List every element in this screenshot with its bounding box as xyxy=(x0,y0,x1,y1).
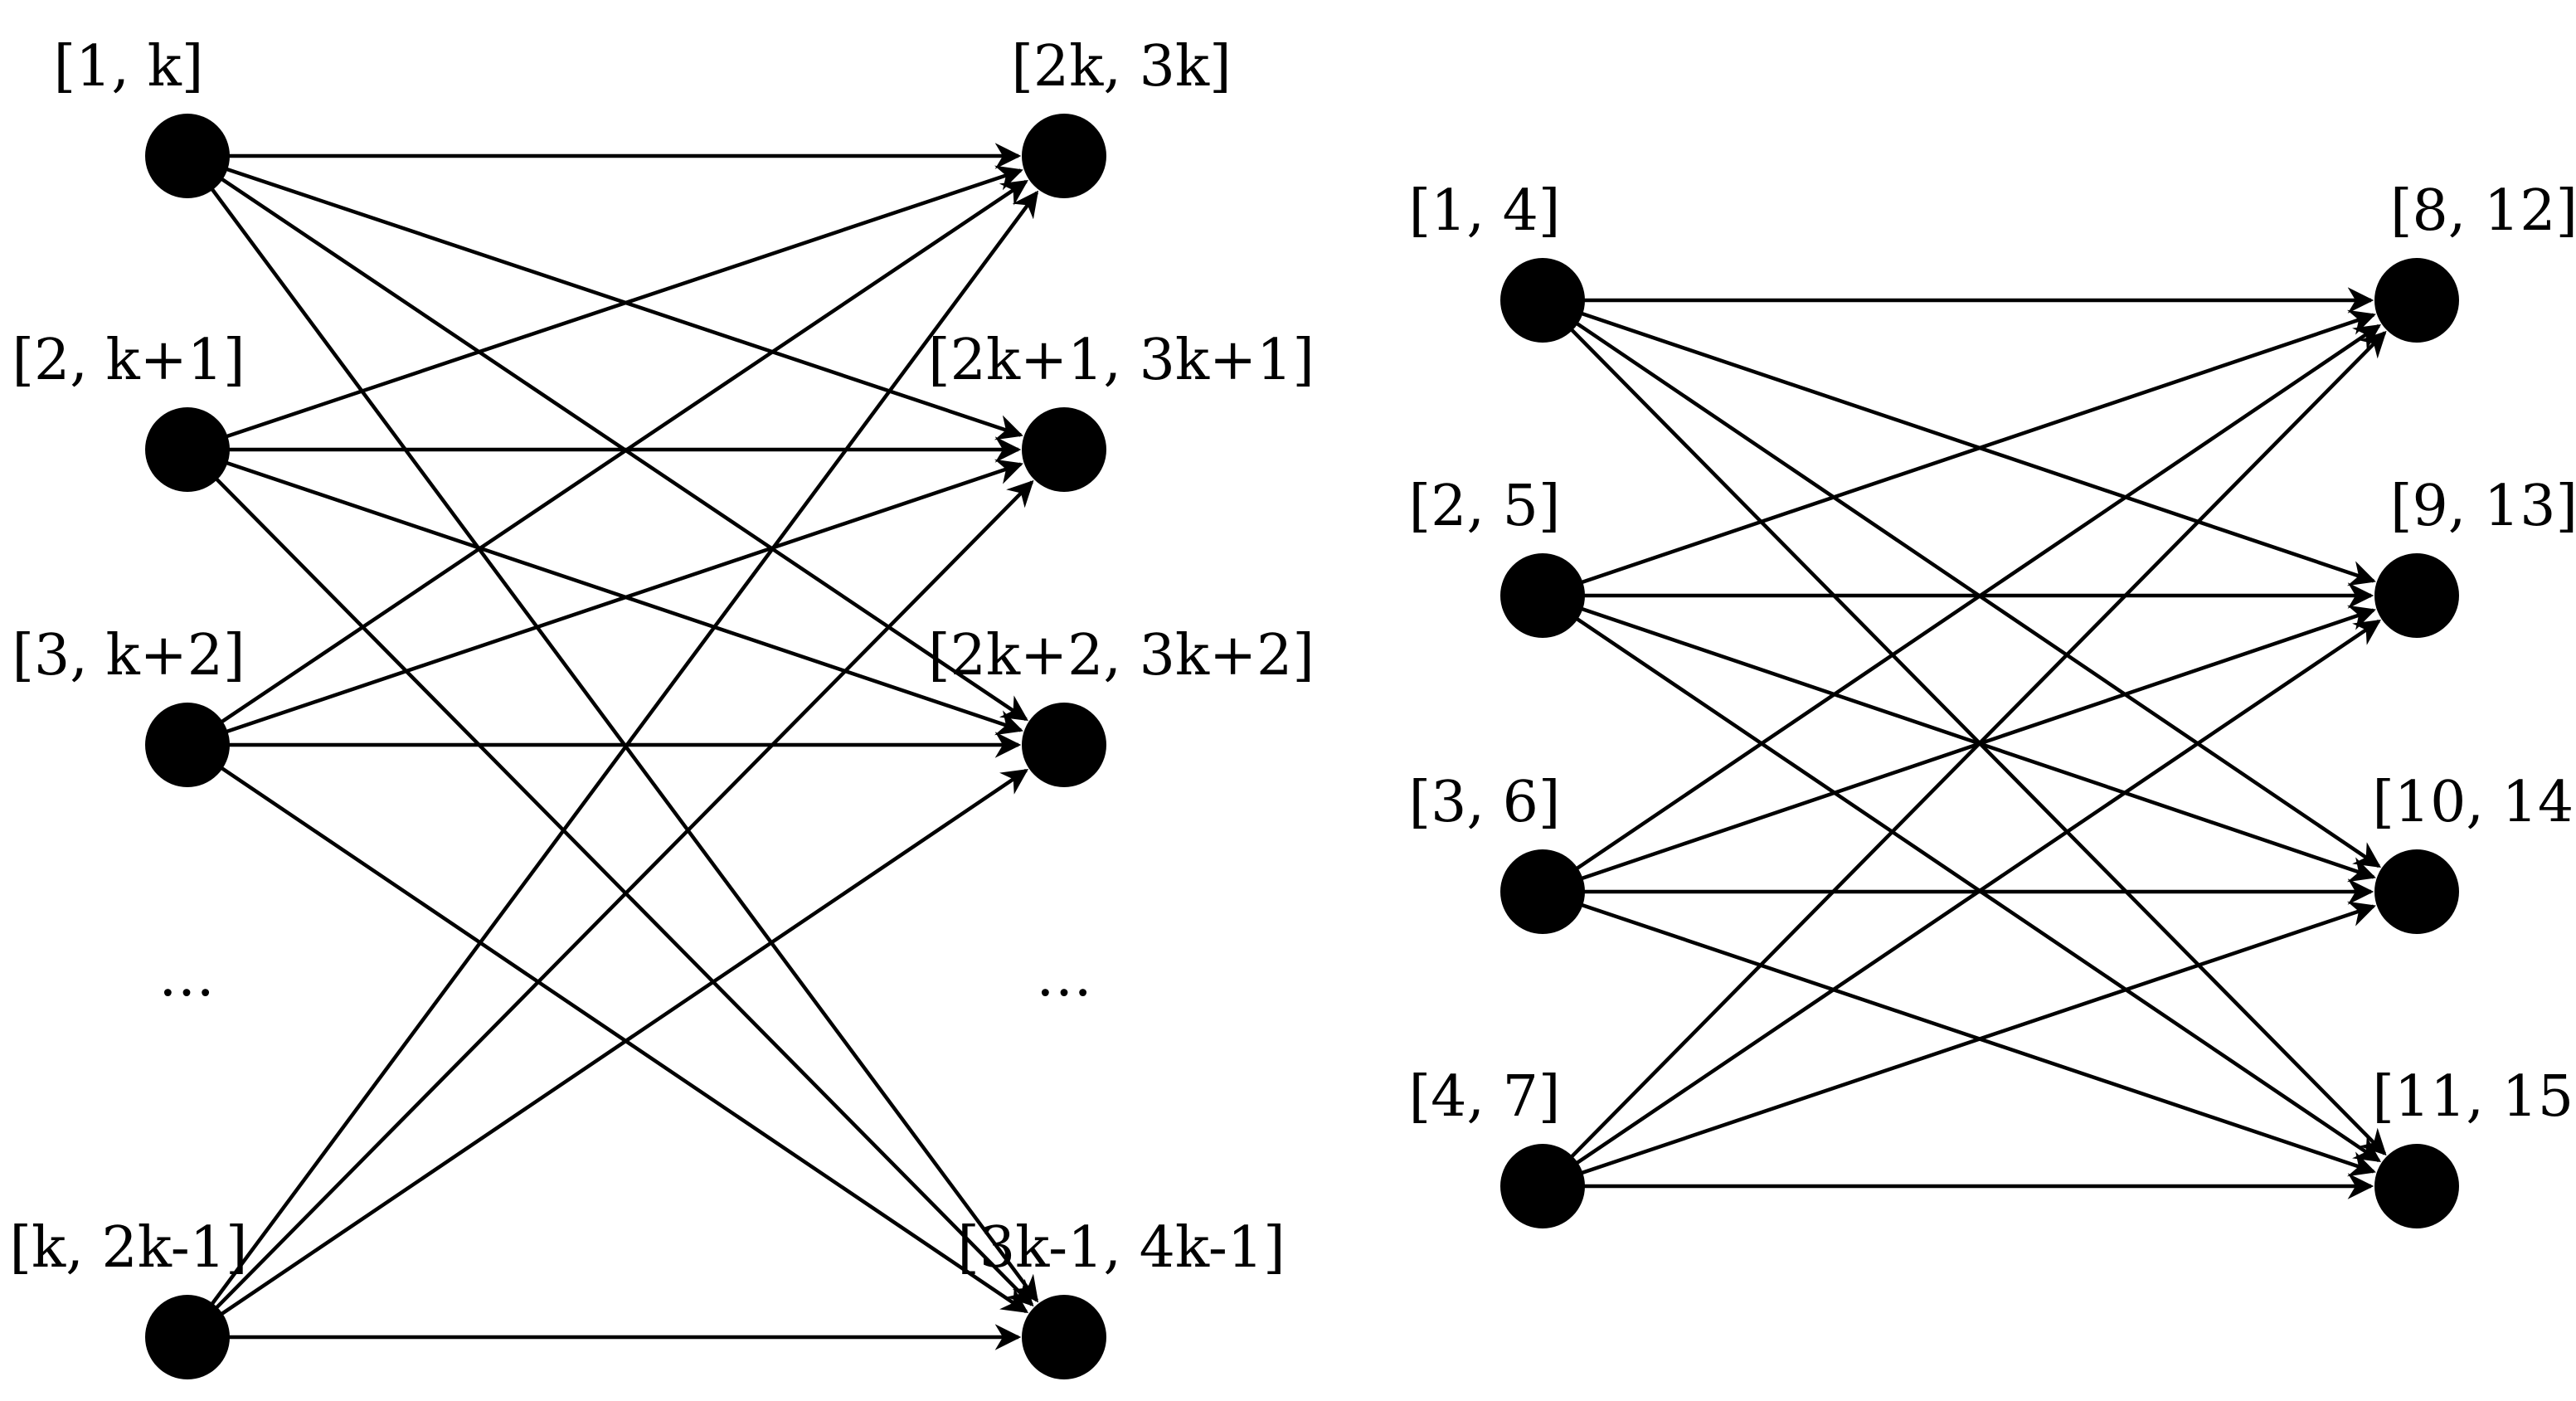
edges-layer xyxy=(208,143,2387,1350)
node-label-left-3: [3, k+2] xyxy=(12,623,245,688)
labels-layer: [1, k] [2, k+1] [3, k+2] … [k, 2k-1] [2k, 3k]… xyxy=(9,34,2576,1281)
edge-0-2-3 xyxy=(222,460,1023,736)
node-label-left-5: [k, 2k-1] xyxy=(9,1215,247,1281)
right-node-0-1 xyxy=(1022,114,1106,198)
left-node-1-1 xyxy=(1500,258,1585,343)
edge-0-4-1 xyxy=(208,190,1039,1308)
left-node-0-1 xyxy=(145,114,230,198)
left-node-0-2 xyxy=(145,407,230,492)
right-node-0-3 xyxy=(1022,703,1106,787)
ellipsis-right: … xyxy=(1036,944,1092,1009)
node-label-left-2: [2, 5] xyxy=(1409,474,1561,539)
edge-1-4-1 xyxy=(1567,330,2387,1160)
edge-1-3-1 xyxy=(1572,323,2382,873)
edge-1-2-1 xyxy=(1577,309,2376,586)
node-label-right-4: [11, 15] xyxy=(2372,1064,2576,1130)
edge-0-2-1 xyxy=(222,165,1023,440)
edge-0-2-4 xyxy=(212,475,1034,1307)
edge-0-4-3 xyxy=(217,768,1029,1318)
node-label-left-3: [3, 6] xyxy=(1409,770,1561,835)
left-node-1-4 xyxy=(1500,1144,1585,1228)
right-node-1-2 xyxy=(2374,553,2459,638)
edge-1-4-2 xyxy=(1572,619,2382,1167)
left-node-1-3 xyxy=(1500,849,1585,934)
left-node-0-4 xyxy=(145,1295,230,1379)
right-node-0-2 xyxy=(1022,407,1106,492)
node-label-right-2: [9, 13] xyxy=(2390,474,2576,539)
edge-0-3-1 xyxy=(217,179,1028,726)
node-label-right-2: [2k+1, 3k+1] xyxy=(928,328,1315,393)
edge-1-1-2 xyxy=(1577,310,2376,586)
edge-0-3-4 xyxy=(217,764,1029,1314)
edge-0-3-2 xyxy=(222,459,1023,735)
edge-1-3-4 xyxy=(1577,902,2376,1177)
node-label-right-1: [2k, 3k] xyxy=(1011,34,1231,100)
right-node-1-4 xyxy=(2374,1144,2459,1228)
ellipsis-left: … xyxy=(158,944,215,1009)
nodes-layer xyxy=(145,114,2459,1379)
edge-1-1-4 xyxy=(1567,326,2387,1156)
right-node-1-1 xyxy=(2374,258,2459,343)
edge-0-4-2 xyxy=(212,479,1034,1311)
left-node-0-3 xyxy=(145,703,230,787)
node-label-right-3: [2k+2, 3k+2] xyxy=(928,623,1315,688)
right-node-0-4 xyxy=(1022,1295,1106,1379)
node-label-left-1: [1, k] xyxy=(54,34,204,100)
node-label-right-5: [3k-1, 4k-1] xyxy=(957,1215,1285,1281)
edge-1-4-3 xyxy=(1577,901,2376,1176)
node-label-right-3: [10, 14] xyxy=(2372,770,2576,835)
node-label-right-1: [8, 12] xyxy=(2390,178,2576,244)
node-label-left-2: [2, k+1] xyxy=(12,328,245,393)
edge-0-1-2 xyxy=(222,166,1023,440)
right-node-1-3 xyxy=(2374,849,2459,934)
edge-1-2-3 xyxy=(1577,606,2376,883)
left-node-1-2 xyxy=(1500,553,1585,638)
node-label-left-1: [1, 4] xyxy=(1409,178,1561,244)
edge-1-2-4 xyxy=(1572,615,2382,1163)
node-label-left-4: [4, 7] xyxy=(1409,1064,1561,1130)
